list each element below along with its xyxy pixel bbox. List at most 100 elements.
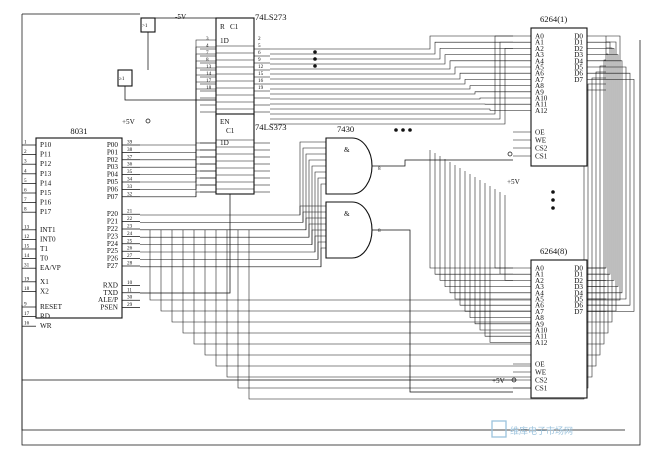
chip-74ls373-label-c1: C1 [226, 127, 235, 135]
chip-8031: 8031 P101P112P123P134P145P156P167P178INT… [22, 126, 140, 330]
gate-7430-title: 7430 [337, 124, 354, 134]
ram1-pin-we: WE [535, 137, 547, 145]
cpu-pin-number: 31 [24, 263, 30, 269]
ram1-pin-d4: D4 [574, 57, 583, 65]
ram8-pin-a11: A11 [535, 333, 548, 341]
chip-74ls373-label-en: EN [220, 118, 230, 126]
ram1-pin-a11: A11 [535, 101, 548, 109]
ram1-pin-d7: D7 [574, 76, 583, 84]
cpu-pin-number: 23 [127, 224, 133, 230]
watermark-text: 维库电子市场网 [510, 425, 573, 437]
latch-pin-number: 4 [206, 43, 209, 49]
ram8-pin-a8: A8 [535, 314, 544, 322]
ram8-pin-d6: D6 [574, 302, 583, 310]
chip-8031-left-pins: P101P112P123P134P145P156P167P178INT113IN… [22, 140, 63, 330]
cpu-pin-p04: P04 [107, 171, 119, 179]
gate-7430: 7430 & & 8 8 [325, 124, 381, 259]
cpu-pin-wr: WR [40, 322, 52, 330]
cpu-pin-ale-p: ALE/P [98, 296, 118, 304]
cpu-pin-number: 2 [24, 149, 27, 155]
gate-2-symbol: & [344, 210, 350, 218]
cpu-pin-x2: X2 [40, 287, 49, 295]
cpu-pin-number: 27 [127, 253, 133, 259]
cpu-pin-number: 11 [127, 287, 132, 293]
chip-8031-title: 8031 [70, 126, 87, 136]
ram1-pin-a4: A4 [535, 57, 544, 65]
chip-6264-8-title: 6264(8) [540, 246, 567, 256]
ram1-pin-a2: A2 [535, 45, 544, 53]
svg-text:≥1: ≥1 [119, 76, 125, 82]
continuation-dots [313, 50, 555, 210]
ram1-pin-a12: A12 [535, 107, 548, 115]
cpu-pin-p23: P23 [107, 232, 119, 240]
latch-pin-number: 16 [258, 78, 264, 84]
cpu-pin-p21: P21 [107, 218, 119, 226]
latch-pin-number: 3 [206, 36, 209, 42]
cpu-pin-number: 37 [127, 154, 133, 160]
cpu-pin-number: 3 [24, 159, 27, 165]
chip-74ls273-title: 74LS273 [255, 12, 287, 22]
ram1-pin-a3: A3 [535, 51, 544, 59]
cpu-pin-x1: X1 [40, 278, 49, 286]
cpu-pin-number: 6 [24, 188, 27, 194]
cpu-pin-p22: P22 [107, 225, 119, 233]
chip-74ls273-label-1d: 1D [220, 37, 229, 45]
supply-labels: -5V +5V +5V +5V [122, 13, 521, 385]
latch-pin-number: 17 [206, 78, 212, 84]
cpu-pin-number: 5 [24, 178, 27, 184]
cpu-pin-p25: P25 [107, 247, 119, 255]
ram8-pin-oe: OE [535, 361, 545, 369]
ram1-pin-d0: D0 [574, 33, 583, 41]
ram8-pin-a9: A9 [535, 320, 544, 328]
cpu-pin-p16: P16 [40, 199, 52, 207]
chip-6264-8-pins: A0A1A2A3A4A5A6A7A8A9A10A11A12D0D1D2D3D4D… [513, 265, 606, 393]
ram1-pin-d6: D6 [574, 70, 583, 78]
cpu-pin-p11: P11 [40, 151, 51, 159]
cpu-pin-number: 9 [24, 302, 27, 308]
cpu-pin-number: 8 [24, 207, 27, 213]
chip-6264-1-title: 6264(1) [540, 14, 567, 24]
cpu-pin-p05: P05 [107, 178, 119, 186]
chip-6264-1-pins: A0A1A2A3A4A5A6A7A8A9A10A11A12D0D1D2D3D4D… [513, 33, 606, 161]
cpu-pin-p02: P02 [107, 156, 119, 164]
chip-74ls273-label-r: R [220, 23, 225, 31]
ram1-pin-a7: A7 [535, 76, 544, 84]
latch-pin-number: 2 [258, 36, 261, 42]
cpu-pin-number: 7 [24, 197, 27, 203]
ram8-pin-cs1: CS1 [535, 385, 548, 393]
cpu-pin-number: 15 [24, 244, 30, 250]
latch-pin-number: 8 [206, 57, 209, 63]
ram8-pin-d0: D0 [574, 265, 583, 273]
cpu-pin-number: 35 [127, 169, 133, 175]
svg-text:>1: >1 [142, 23, 148, 29]
cpu-pin-p15: P15 [40, 189, 52, 197]
cpu-pin-psen: PSEN [100, 304, 118, 312]
cpu-pin-p10: P10 [40, 141, 52, 149]
ram8-pin-a12: A12 [535, 339, 548, 347]
cpu-pin-number: 22 [127, 216, 133, 222]
ram1-pin-cs1: CS1 [535, 153, 548, 161]
cpu-pin-t0: T0 [40, 255, 48, 263]
clock-inverter: >1 ≥1 [117, 17, 156, 87]
ram1-pin-a10: A10 [535, 95, 548, 103]
watermark: 维库电子市场网 [491, 420, 573, 438]
ram1-pin-oe: OE [535, 129, 545, 137]
chip-74ls373-title: 74LS373 [255, 122, 287, 132]
wiring [21, 13, 641, 446]
cpu-pin-number: 34 [127, 177, 133, 183]
ram8-pin-a1: A1 [535, 271, 544, 279]
cpu-pin-txd: TXD [103, 289, 118, 297]
cpu-pin-number: 17 [24, 311, 30, 317]
latch-pin-number: 9 [258, 57, 261, 63]
ram8-pin-cs2: CS2 [535, 377, 548, 385]
cpu-pin-number: 13 [24, 224, 30, 230]
chip-6264-1: 6264(1) A0A1A2A3A4A5A6A7A8A9A10A11A12D0D… [513, 14, 606, 167]
cpu-pin-number: 24 [127, 231, 133, 237]
supply-label-pos5v-ram1: +5V [507, 178, 521, 186]
cpu-pin-int1: INT1 [40, 226, 56, 234]
chip-74ls373-label-1d: 1D [220, 139, 229, 147]
cpu-pin-number: 30 [127, 295, 133, 301]
svg-text:8: 8 [378, 228, 381, 234]
cpu-pin-p07: P07 [107, 193, 119, 201]
